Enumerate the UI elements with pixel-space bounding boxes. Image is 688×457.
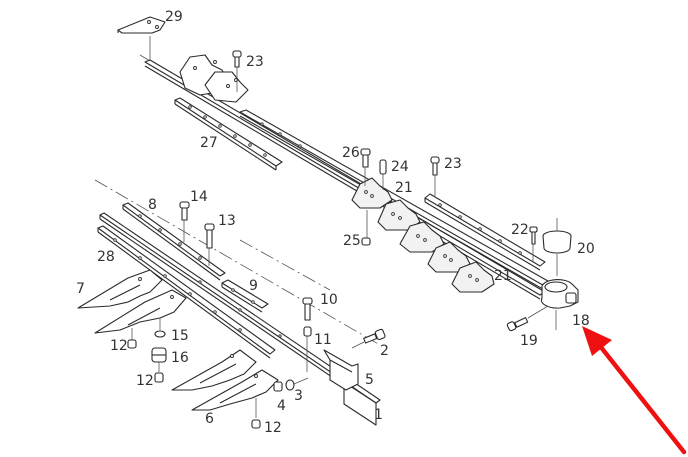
label-21-top: 21 <box>395 180 413 196</box>
part-6-guard <box>171 349 279 411</box>
label-23-right: 23 <box>444 156 462 172</box>
label-9: 9 <box>249 278 258 294</box>
part-4-nut <box>273 381 283 392</box>
label-25: 25 <box>343 233 361 249</box>
label-10: 10 <box>320 292 338 308</box>
label-7: 7 <box>76 281 85 297</box>
label-15: 15 <box>171 328 189 344</box>
label-27: 27 <box>200 135 218 151</box>
lower-axis-line <box>94 179 381 346</box>
part-28-strip <box>97 225 276 359</box>
part-3-washer <box>285 377 309 391</box>
part-16-spring <box>151 347 167 363</box>
part-19-bolt <box>506 305 549 332</box>
label-14: 14 <box>190 189 208 205</box>
part-7-guard <box>77 269 187 334</box>
label-11: 11 <box>314 332 332 348</box>
label-20: 20 <box>577 241 595 257</box>
label-12-c: 12 <box>264 420 282 436</box>
label-23-upper: 23 <box>246 54 264 70</box>
part-10-bolt <box>302 297 313 321</box>
label-1: 1 <box>374 407 383 423</box>
label-22: 22 <box>511 222 529 238</box>
part-23-bolt-upper <box>232 50 242 92</box>
part-12-nut-b <box>154 362 164 383</box>
label-4: 4 <box>277 398 286 414</box>
part-22-bolt <box>529 226 538 262</box>
label-2: 2 <box>380 343 389 359</box>
part-23-bolt-right <box>430 156 440 196</box>
part-14-bolt <box>179 201 190 242</box>
part-24-bolt <box>379 159 387 190</box>
part-13-bolt <box>204 223 215 266</box>
label-26: 26 <box>342 145 360 161</box>
label-28: 28 <box>97 249 115 265</box>
label-18: 18 <box>572 313 590 329</box>
part-20-bushing <box>542 218 572 276</box>
label-12-a: 12 <box>110 338 128 354</box>
part-11-spacer <box>303 326 312 372</box>
label-24: 24 <box>391 159 409 175</box>
part-5-bracket <box>323 349 359 391</box>
part-12-nut-c <box>251 398 261 429</box>
part-21-knife-sections <box>351 177 495 293</box>
label-13: 13 <box>218 213 236 229</box>
label-12-b: 12 <box>136 373 154 389</box>
lower-axis-line-2 <box>239 239 331 291</box>
part-23-right-bar <box>424 193 546 271</box>
part-26-bolt <box>360 148 371 186</box>
part-25-nut <box>361 210 371 246</box>
label-3: 3 <box>294 388 303 404</box>
part-27-bar <box>174 97 283 171</box>
part-2-bolt <box>351 328 386 349</box>
label-19: 19 <box>520 333 538 349</box>
label-6: 6 <box>205 411 214 427</box>
red-arrow-icon <box>582 326 687 455</box>
part-18-clamp <box>540 279 579 330</box>
part-1-finger-bar <box>99 212 381 426</box>
label-16: 16 <box>171 350 189 366</box>
part-12-nut-a <box>127 328 137 349</box>
label-5: 5 <box>365 372 374 388</box>
part-29-plate <box>117 16 166 34</box>
label-8: 8 <box>148 197 157 213</box>
label-29: 29 <box>165 9 183 25</box>
part-8-strip <box>122 202 226 281</box>
label-21-right: 21 <box>494 268 512 284</box>
part-9-plate <box>221 279 269 313</box>
part-15-washer <box>154 318 166 338</box>
